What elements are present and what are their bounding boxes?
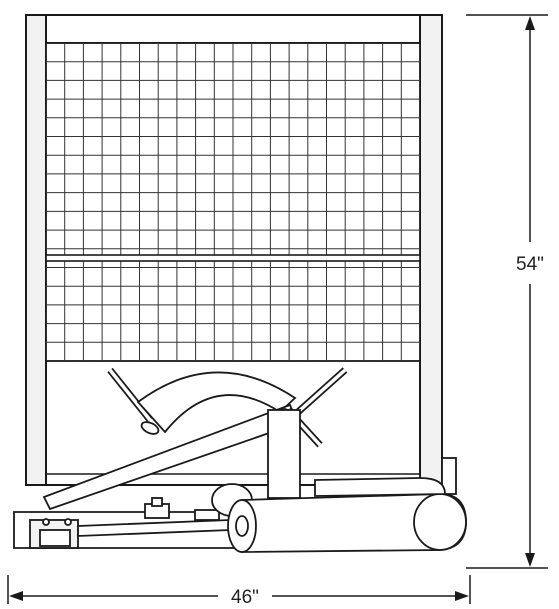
switch-screw-2: [64, 518, 72, 526]
side-latch: [441, 457, 457, 495]
cabinet-left-panel: [25, 14, 47, 486]
bracket-plate: [267, 409, 301, 499]
screen-grid: [45, 42, 421, 362]
switch-box-face: [39, 529, 71, 547]
height-dimension: [466, 14, 548, 569]
motor-shaft: [235, 515, 249, 537]
side-latch-plate: [441, 457, 457, 495]
quadrant-slot: [140, 421, 160, 435]
height-label: 54": [516, 254, 544, 275]
mount-clamp: [194, 509, 220, 521]
height-arrow-top: [525, 16, 535, 30]
base-assembly: [13, 477, 467, 553]
motor-housing-top: [314, 477, 446, 497]
quadrant-arc-inner: [164, 394, 281, 433]
right-lever-rod-inner: [296, 368, 347, 414]
height-arrow-bottom: [525, 553, 535, 567]
grid-lines: [46, 43, 420, 361]
width-dimension: [7, 575, 471, 604]
cabinet-right-panel: [419, 14, 443, 486]
lower-mechanism: [42, 367, 348, 511]
grid-divider-bar: [45, 254, 421, 262]
width-arrow-right: [455, 591, 469, 601]
motor-end-cap: [413, 493, 467, 551]
left-lever-rod-inner: [108, 368, 152, 422]
mount-stud: [151, 497, 163, 507]
switch-screw-1: [42, 518, 50, 526]
width-label: 46": [231, 587, 259, 608]
width-arrow-left: [9, 591, 23, 601]
